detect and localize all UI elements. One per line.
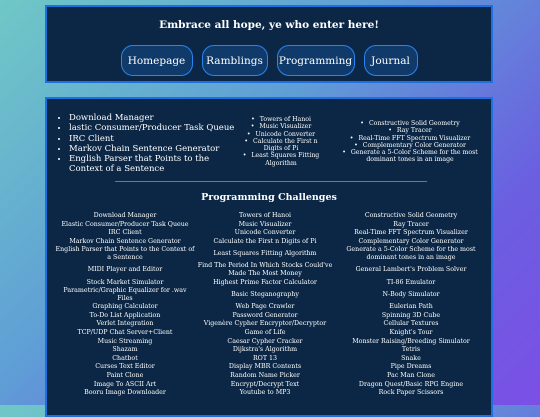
challenge-link[interactable]: Parametric/Graphic Equalizer for .wav Fi… (63, 287, 187, 302)
challenge-link[interactable]: Highest Prime Factor Calculator (213, 278, 317, 286)
challenge-link[interactable]: Stock Market Simulator (86, 278, 164, 286)
list-item[interactable]: English Parser that Points to the Contex… (69, 154, 235, 175)
list-item[interactable]: Generate a 5-Color Scheme for the most d… (331, 149, 489, 164)
list-item[interactable]: Complementary Color Generator (331, 142, 489, 149)
challenge-link[interactable]: TCP/UDP Chat Server+Client (77, 329, 173, 337)
challenge-link[interactable]: Game of Life (244, 329, 286, 337)
nav-homepage-button[interactable]: Homepage (120, 45, 193, 76)
challenge-link[interactable]: Elastic Consumer/Producer Task Queue (61, 220, 189, 228)
challenge-link[interactable]: Music Visualizer (238, 220, 292, 228)
challenge-link[interactable]: Web Page Crawler (235, 303, 295, 311)
challenge-link[interactable]: To-Do List Application (89, 311, 161, 319)
challenge-link[interactable]: Markov Chain Sentence Generator (69, 237, 181, 245)
list-item[interactable]: lastic Consumer/Producer Task Queue (69, 123, 235, 133)
challenge-link[interactable]: Youtube to MP3 (239, 389, 291, 397)
challenge-link[interactable]: Curses Text Editor (95, 363, 155, 371)
challenge-link[interactable]: Towers of Hanoi (238, 212, 292, 219)
challenge-link[interactable]: Vigenère Cypher Encryptor/Decryptor (203, 320, 327, 328)
challenge-link[interactable]: Image To ASCII Art (93, 380, 157, 388)
challenge-link[interactable]: Display MBR Contents (228, 363, 302, 371)
challenge-link[interactable]: Monster Raising/Breeding Simulator (352, 337, 470, 345)
challenge-link[interactable]: Pac Man Clone (387, 372, 435, 379)
project-list-1: Download Manager lastic Consumer/Produce… (57, 113, 235, 175)
challenge-link[interactable]: Spinning 3D Cube (381, 311, 441, 319)
list-item[interactable]: Download Manager (69, 113, 235, 123)
challenge-link[interactable]: Shazam (112, 346, 138, 354)
challenges-grid: Download Manager Towers of Hanoi Construct… (55, 212, 487, 398)
project-list-3: Constructive Solid Geometry Ray Tracer R… (331, 120, 489, 164)
challenge-link[interactable]: Knight's Tour (389, 329, 433, 337)
list-item[interactable]: Real-Time FFT Spectrum Visualizer (331, 135, 489, 142)
list-item[interactable]: Towers of Hanoi (237, 116, 325, 123)
challenge-link[interactable]: ROT 13 (252, 354, 278, 362)
challenge-link[interactable]: Chatbot (112, 354, 138, 362)
challenge-link[interactable]: Ray Tracer (393, 220, 429, 228)
challenge-link[interactable]: Real-Time FFT Spectrum Visualizer (354, 229, 468, 237)
content-panel: Download Manager lastic Consumer/Produce… (45, 97, 493, 417)
project-list-2: Towers of Hanoi Music Visualizer Unicode… (237, 116, 325, 167)
list-item[interactable]: IRC Client (69, 134, 235, 144)
challenge-link[interactable]: Dragon Quest/Basic RPG Engine (358, 380, 464, 388)
challenge-link[interactable]: Calculate the First n Digits of Pi (213, 237, 317, 245)
challenge-link[interactable]: Caesar Cypher Cracker (227, 337, 303, 345)
challenge-link[interactable]: Constructive Solid Geometry (364, 212, 458, 219)
challenge-link[interactable]: Least Squares Fitting Algorithm (213, 250, 317, 258)
list-item[interactable]: Constructive Solid Geometry (331, 120, 489, 127)
list-item[interactable]: Music Visualizer (237, 123, 325, 130)
challenge-link[interactable]: Tetris (401, 346, 421, 354)
main-nav: Homepage Ramblings Programming Journal (47, 45, 491, 76)
challenge-link[interactable]: N-Body Simulator (382, 290, 440, 298)
challenge-link[interactable]: Paint Clone (106, 372, 144, 379)
list-item[interactable]: Ray Tracer (331, 127, 489, 134)
challenge-link[interactable]: Unicode Converter (234, 229, 296, 237)
challenges-heading: Programming Challenges (201, 192, 337, 203)
challenge-link[interactable]: Find The Period In Which Stocks Could've… (197, 262, 333, 277)
list-item[interactable]: Calculate the First n Digits of Pi (237, 138, 325, 153)
challenge-link[interactable]: Eulerian Path (389, 303, 433, 311)
challenge-link[interactable]: TI-86 Emulator (386, 278, 436, 286)
challenge-link[interactable]: Dijkstra's Algorithm (232, 346, 298, 354)
challenge-link[interactable]: Graphing Calculator (92, 303, 158, 311)
challenge-link[interactable]: Music Streaming (97, 337, 153, 345)
site-title: Embrace all hope, ye who enter here! (159, 19, 379, 31)
challenge-link[interactable]: Snake (401, 354, 421, 362)
divider (115, 181, 427, 182)
challenge-link[interactable]: Generate a 5-Color Scheme for the most d… (346, 246, 476, 261)
list-item[interactable]: Markov Chain Sentence Generator (69, 144, 235, 154)
list-item[interactable]: Unicode Converter (237, 131, 325, 138)
challenge-link[interactable]: Encrypt/Decrypt Text (230, 380, 300, 388)
challenge-link[interactable]: Pipe Dreams (390, 363, 432, 371)
nav-journal-button[interactable]: Journal (363, 45, 418, 76)
challenge-link[interactable]: Password Generator (232, 311, 298, 319)
challenge-link[interactable]: MIDI Player and Editor (87, 266, 163, 274)
nav-programming-button[interactable]: Programming (276, 45, 355, 76)
challenge-link[interactable]: Download Manager (93, 212, 157, 219)
challenge-link[interactable]: IRC Client (108, 229, 142, 237)
challenge-link[interactable]: General Lambert's Problem Solver (355, 266, 467, 274)
header-panel: Embrace all hope, ye who enter here! Hom… (45, 5, 493, 83)
challenge-link[interactable]: Basic Steganography (231, 290, 299, 298)
challenge-link[interactable]: Booru Image Downloader (84, 389, 166, 397)
list-item[interactable]: Least Squares Fitting Algorithm (237, 152, 325, 167)
challenge-link[interactable]: Complementary Color Generator (358, 237, 464, 245)
challenge-link[interactable]: Verlet Integration (96, 320, 154, 328)
challenge-link[interactable]: Cellular Textures (383, 320, 439, 328)
challenge-link[interactable]: English Parser that Points to the Contex… (55, 246, 195, 261)
nav-ramblings-button[interactable]: Ramblings (201, 45, 268, 76)
challenge-link[interactable]: Random Name Picker (230, 372, 300, 379)
challenge-link[interactable]: Rock Paper Scissors (378, 389, 444, 397)
